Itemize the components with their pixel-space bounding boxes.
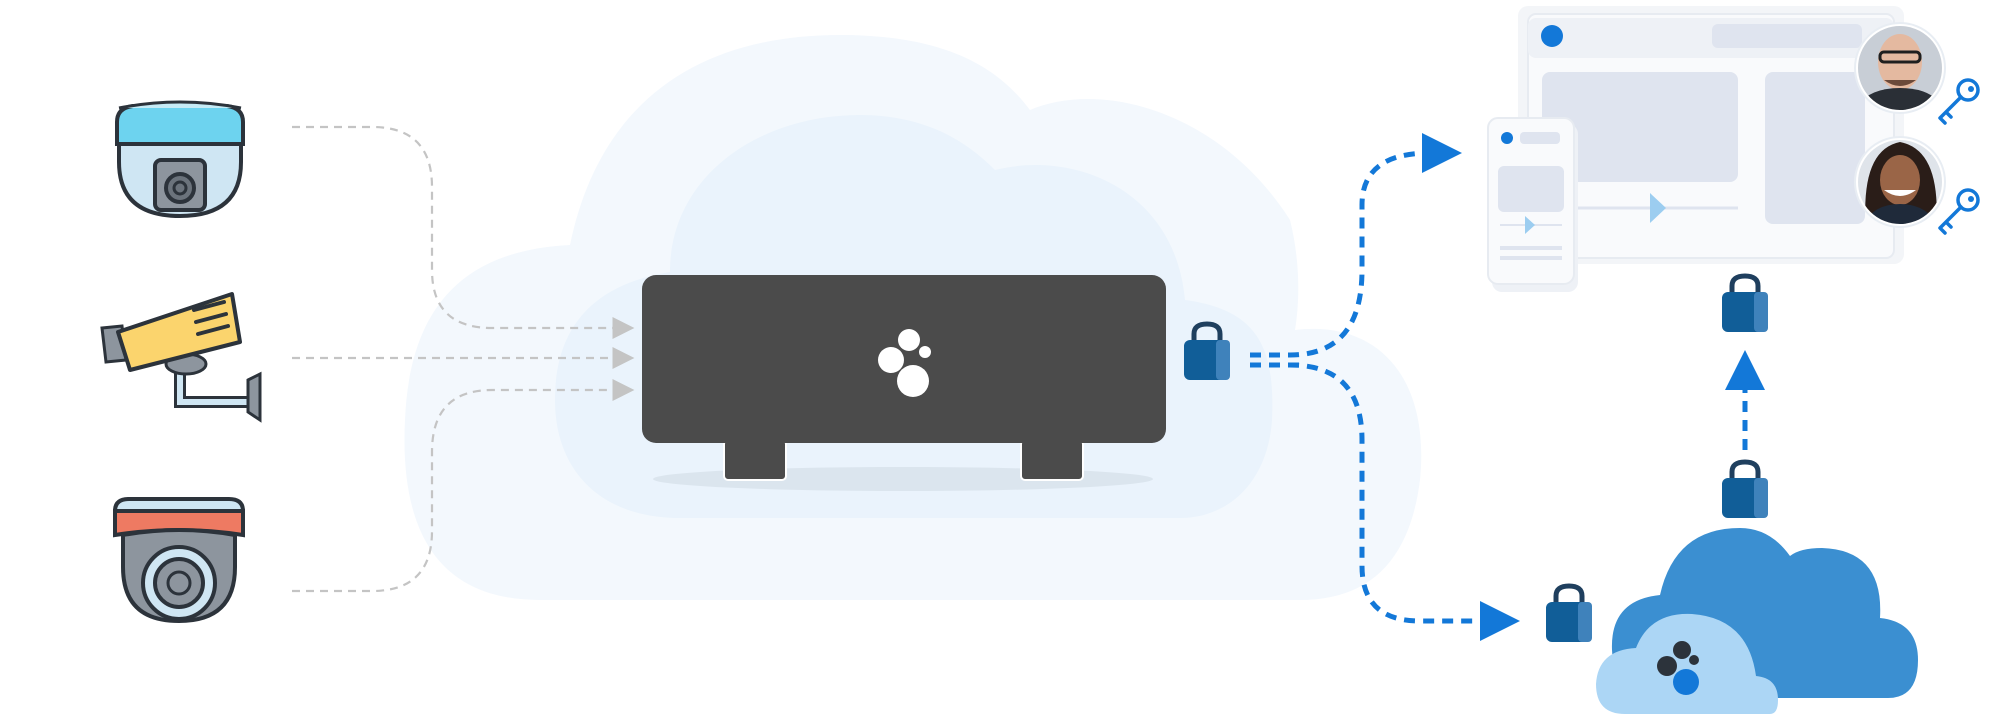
logo-dots-icon [878, 329, 931, 397]
flow-to-cloud [1250, 362, 1520, 641]
desktop-app-icon [1518, 6, 1904, 264]
avatar-man-icon [1854, 22, 1946, 114]
avatar-woman-icon [1854, 136, 1946, 228]
data-flow-lines [1250, 133, 1765, 641]
lock-icon [1184, 321, 1230, 380]
bullet-camera-icon [100, 292, 262, 423]
mobile-app-icon [1487, 117, 1578, 292]
key-icon [1938, 78, 1980, 125]
lock-icon [1722, 459, 1768, 518]
gateway-device [642, 275, 1166, 491]
cloud-icon [1596, 528, 1918, 714]
camera-connection-lines [292, 125, 635, 593]
dome-camera-icon [113, 497, 245, 624]
connection-line-top [292, 125, 635, 339]
connection-line-bottom [292, 379, 635, 593]
logo-dots-icon [1657, 641, 1699, 695]
lock-icon [1722, 273, 1768, 332]
dome-camera-icon [115, 100, 245, 219]
key-icon [1938, 188, 1980, 235]
lock-icon [1546, 583, 1592, 642]
